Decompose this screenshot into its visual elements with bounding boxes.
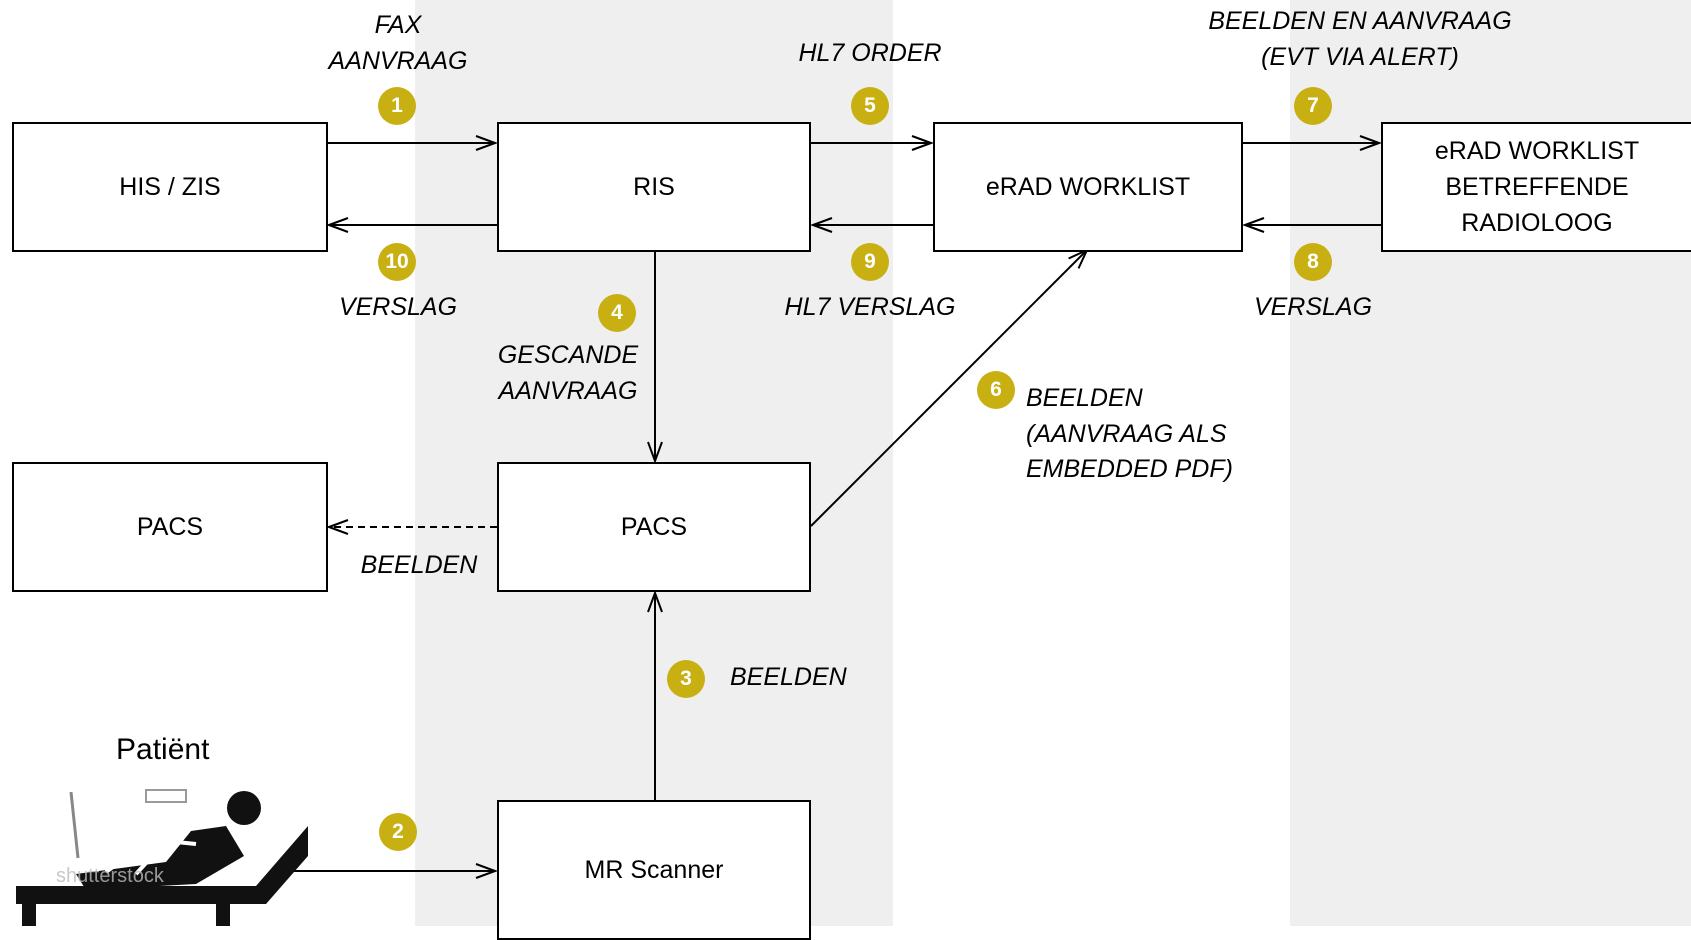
node-pacs-archive: PACS (12, 462, 328, 592)
step-badge-7: 7 (1294, 87, 1332, 125)
arrow-pacs-to-erad (810, 250, 1087, 527)
step-badge-4: 4 (598, 294, 636, 332)
label-verslag-his: VERSLAG (338, 293, 458, 321)
label-beelden-pacs: BEELDEN (360, 551, 478, 579)
step-badge-2: 2 (379, 813, 417, 851)
node-pacs: PACS (497, 462, 811, 592)
label-gescande-aanvraag: GESCANDE AANVRAAG (497, 341, 639, 405)
step-badge-9: 9 (851, 243, 889, 281)
label-beelden-scanner: BEELDEN (730, 663, 847, 691)
step-badge-5: 5 (851, 87, 889, 125)
node-erad-worklist-radioloog: eRAD WORKLIST BETREFFENDE RADIOLOOG (1381, 122, 1691, 252)
label-beelden-embedded: BEELDEN (AANVRAAG ALS EMBEDDED PDF) (1026, 384, 1233, 483)
label-beelden-en-aanvraag: BEELDEN EN AANVRAAG (EVT VIA ALERT) (1208, 7, 1512, 71)
node-mr-scanner: MR Scanner (497, 800, 811, 940)
node-his-zis: HIS / ZIS (12, 122, 328, 252)
step-badge-10: 10 (378, 243, 416, 281)
patient-label: Patiënt (116, 733, 210, 766)
step-badge-3: 3 (667, 660, 705, 698)
patient-on-scanner-bed-icon: shutterstock (16, 789, 308, 926)
svg-text:shutterstock: shutterstock (56, 865, 165, 887)
label-verslag-radioloog: VERSLAG (1253, 293, 1373, 321)
label-hl7-verslag: HL7 VERSLAG (784, 293, 956, 321)
step-badge-6: 6 (977, 371, 1015, 409)
step-badge-8: 8 (1294, 243, 1332, 281)
step-badge-1: 1 (378, 87, 416, 125)
label-fax-aanvraag: FAX AANVRAAG (328, 11, 468, 75)
label-hl7-order: HL7 ORDER (798, 39, 942, 67)
node-ris: RIS (497, 122, 811, 252)
node-erad-worklist: eRAD WORKLIST (933, 122, 1243, 252)
